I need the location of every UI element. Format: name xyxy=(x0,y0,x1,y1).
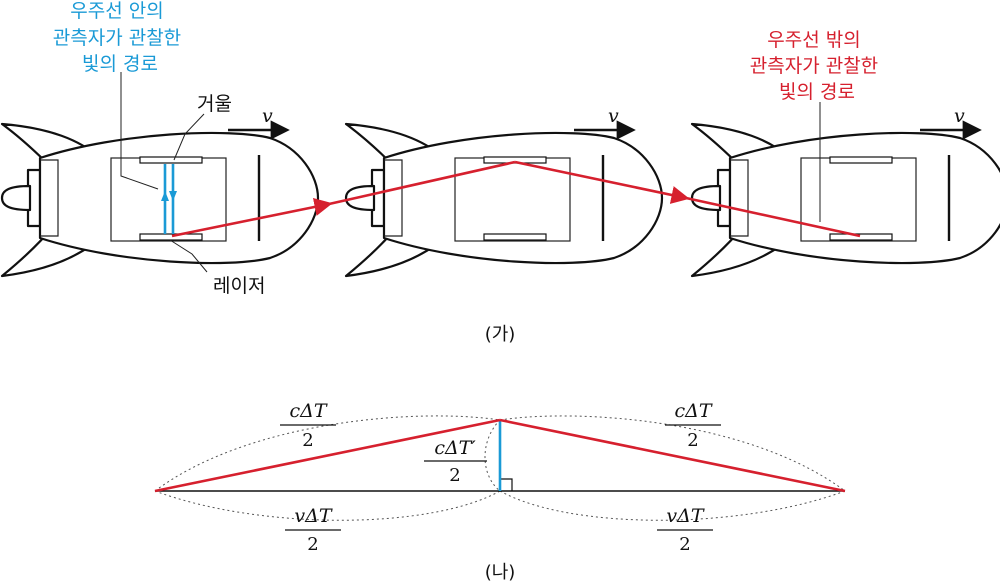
svg-text:cΔT: cΔT xyxy=(674,400,712,422)
inside-label-leader xyxy=(120,72,159,190)
svg-text:cΔT′: cΔT′ xyxy=(434,437,476,459)
right-angle-marker xyxy=(500,478,513,491)
rocket-3 xyxy=(690,122,1000,278)
left-hypotenuse-label: cΔT 2 xyxy=(280,400,336,451)
panel-b: cΔT 2 cΔT 2 cΔT′ 2 vΔT 2 vΔT 2 (나) xyxy=(154,400,846,583)
panel-a: v v v 우주선 안의 관측자가 관찰한 빛의 경로 우주선 밖의 관측자가 … xyxy=(0,0,1000,345)
outer-light-path-segment-1 xyxy=(171,197,333,238)
inside-observer-label: 우주선 안의 관측자가 관찰한 빛의 경로 xyxy=(53,0,187,75)
velocity-label-3: v xyxy=(954,105,965,127)
laser-label-leader xyxy=(169,239,208,273)
panel-a-caption: (가) xyxy=(485,324,516,345)
mirror-label-leader xyxy=(173,113,205,161)
right-lower-arc xyxy=(499,490,846,521)
right-hypotenuse-label: cΔT 2 xyxy=(665,400,721,451)
left-lower-arc xyxy=(154,490,501,521)
outer-light-path-segment-2 xyxy=(328,160,516,206)
outer-light-path-segment-4 xyxy=(685,196,861,238)
vertical-label: cΔT′ 2 xyxy=(424,437,487,486)
right-upper-arc xyxy=(499,415,846,492)
left-base-label: vΔT 2 xyxy=(285,505,341,555)
outer-light-path-segment-3 xyxy=(514,160,690,204)
svg-text:2: 2 xyxy=(687,430,698,451)
panel-b-caption: (나) xyxy=(485,562,516,583)
velocity-label-2: v xyxy=(608,105,619,127)
rocket-2 xyxy=(344,122,664,278)
svg-text:vΔT: vΔT xyxy=(294,505,332,527)
velocity-label-1: v xyxy=(262,105,273,127)
right-hypotenuse xyxy=(499,418,846,493)
left-upper-arc xyxy=(154,415,501,492)
inner-up-arrowhead xyxy=(161,191,169,201)
left-hypotenuse xyxy=(154,418,501,493)
svg-text:vΔT: vΔT xyxy=(666,505,704,527)
svg-text:2: 2 xyxy=(302,430,313,451)
outside-observer-label: 우주선 밖의 관측자가 관찰한 빛의 경로 xyxy=(750,29,884,103)
svg-text:2: 2 xyxy=(307,534,318,555)
rocket-1 xyxy=(0,122,320,278)
right-base-label: vΔT 2 xyxy=(657,505,713,555)
svg-text:2: 2 xyxy=(449,465,460,486)
laser-label: 레이저 xyxy=(213,275,265,297)
inner-down-arrowhead xyxy=(169,191,177,201)
vertical-arc xyxy=(484,419,501,492)
svg-text:2: 2 xyxy=(679,534,690,555)
svg-text:cΔT: cΔT xyxy=(289,400,327,422)
mirror-label: 거울 xyxy=(197,93,232,115)
